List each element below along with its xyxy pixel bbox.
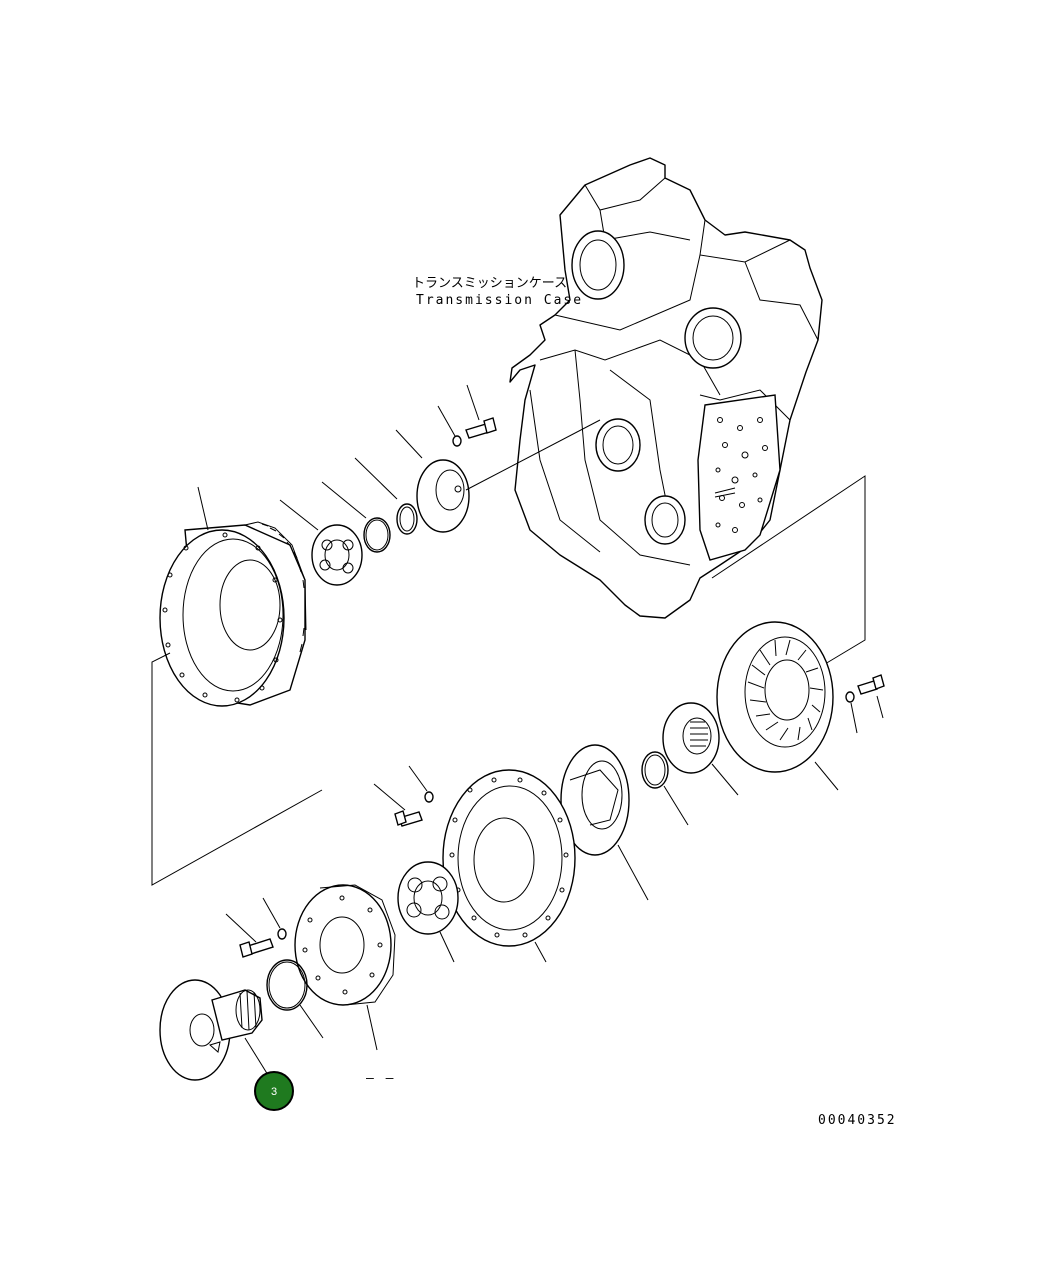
shaft-hub (159, 979, 269, 1081)
impeller (716, 621, 839, 791)
assembly-line-center (465, 419, 601, 491)
snap-ring-lower (641, 751, 689, 826)
washer-upper (437, 405, 462, 447)
bolt-middle (373, 783, 423, 827)
lower-gear (294, 884, 396, 1051)
turbine (560, 744, 649, 901)
dash-marker: – – (366, 1071, 395, 1086)
snap-ring-upper (354, 457, 418, 535)
drive-plate (442, 769, 576, 963)
ring-gear-housing (159, 486, 307, 707)
bearing-upper (279, 499, 363, 586)
callout-number[interactable]: 3 (271, 1086, 277, 1098)
washer-lower (262, 897, 287, 940)
callout-3[interactable]: 3 (254, 1071, 294, 1111)
bearing-lower (397, 861, 459, 963)
bolt-upper (465, 384, 497, 439)
drawing-number: 00040352 (818, 1113, 897, 1128)
washer-right (845, 691, 858, 734)
transmission-case (509, 157, 823, 619)
cover-plate (395, 429, 470, 533)
washer-middle (408, 765, 434, 803)
o-ring-upper (321, 481, 391, 553)
callout-circle[interactable] (254, 1071, 294, 1111)
assembly-bracket-right (711, 475, 866, 671)
assembly-bracket-left (151, 652, 323, 886)
case-label-japanese: トランスミッションケース (412, 276, 567, 291)
bolt-lower (225, 913, 274, 958)
o-ring-lower (266, 959, 324, 1039)
bolt-right (857, 674, 885, 719)
stator (662, 702, 739, 796)
case-label-english: Transmission Case (416, 293, 583, 308)
